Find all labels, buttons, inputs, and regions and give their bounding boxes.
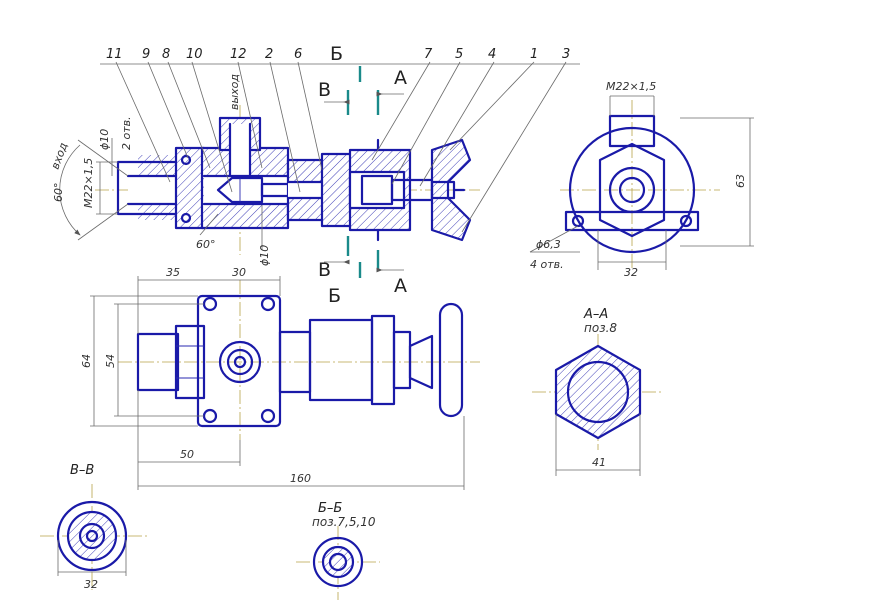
pos-label-4: 4 [488,47,496,62]
pos-label-5: 5 [455,47,463,62]
dia-10-left: ϕ10 [98,129,111,150]
pos-label-3: 3 [562,47,570,62]
front-view-annotations: вход выход 60° ϕ10 2 отв. М22×1,5 60° ϕ1… [49,74,271,266]
angle-60-left: 60° [52,183,65,203]
front-section-view [59,61,580,278]
pos-label-8: 8 [162,47,170,62]
pos-label-2: 2 [265,47,273,62]
dim-35: 35 [166,266,180,279]
position-labels: 11 9 8 10 12 2 6 7 5 4 1 3 [106,47,570,62]
cut-letter-a-top: А [394,67,407,89]
cut-letter-b-bottom: Б [328,285,341,307]
pos-label-9: 9 [142,47,150,62]
top-view-dimensions: 35 30 64 54 50 160 [80,266,311,485]
inlet-label: вход [49,141,71,171]
section-a-a [532,334,662,476]
section-b-b-subtitle: поз.7,5,10 [312,515,376,529]
cut-letter-b-top: Б [330,43,343,65]
section-v-v-title: В–В [70,463,94,478]
cut-letter-v-top: В [318,79,331,101]
dim-54: 54 [104,354,117,368]
thread-m22-top: М22×1,5 [606,80,656,93]
pos-label-12: 12 [230,47,247,62]
section-v-v [40,484,148,590]
section-v-v-labels: В–В 32 [70,463,98,591]
section-a-a-title: А–А [583,307,608,322]
holes-4-label: 4 отв. [530,258,564,271]
dim-41: 41 [592,456,606,469]
section-b-b-title: Б–Б [318,501,342,516]
thread-m22-left: М22×1,5 [82,158,95,208]
pos-label-10: 10 [186,47,203,62]
top-view [90,276,480,490]
dim-160: 160 [290,472,311,485]
dim-50: 50 [180,448,194,461]
side-view-annotations: М22×1,5 63 ϕ6,3 4 отв. 32 [530,80,747,279]
angle-60-bottom: 60° [196,238,216,251]
pos-label-7: 7 [424,47,433,62]
section-a-a-labels: А–А поз.8 41 [583,307,617,469]
dim-63: 63 [734,174,747,188]
pos-label-6: 6 [294,47,302,62]
pos-label-1: 1 [530,47,538,62]
dim-32-vv: 32 [84,578,98,591]
outlet-label: выход [228,74,241,110]
section-a-a-subtitle: поз.8 [584,321,617,335]
section-b-b-labels: Б–Б поз.7,5,10 [312,501,376,529]
dim-32-side: 32 [624,266,638,279]
dim-64: 64 [80,354,93,368]
holes-2-label: 2 отв. [120,116,133,150]
cut-plane-letters: Б В А В Б А [318,43,407,307]
cut-letter-v-bottom: В [318,259,331,281]
section-b-b [296,526,380,600]
dia-6-3-label: ϕ6,3 [536,238,561,251]
cut-letter-a-bottom: А [394,275,407,297]
dia-10-bottom: ϕ10 [258,245,271,266]
side-view [529,95,754,270]
pos-label-11: 11 [106,47,123,62]
dim-30: 30 [232,266,246,279]
